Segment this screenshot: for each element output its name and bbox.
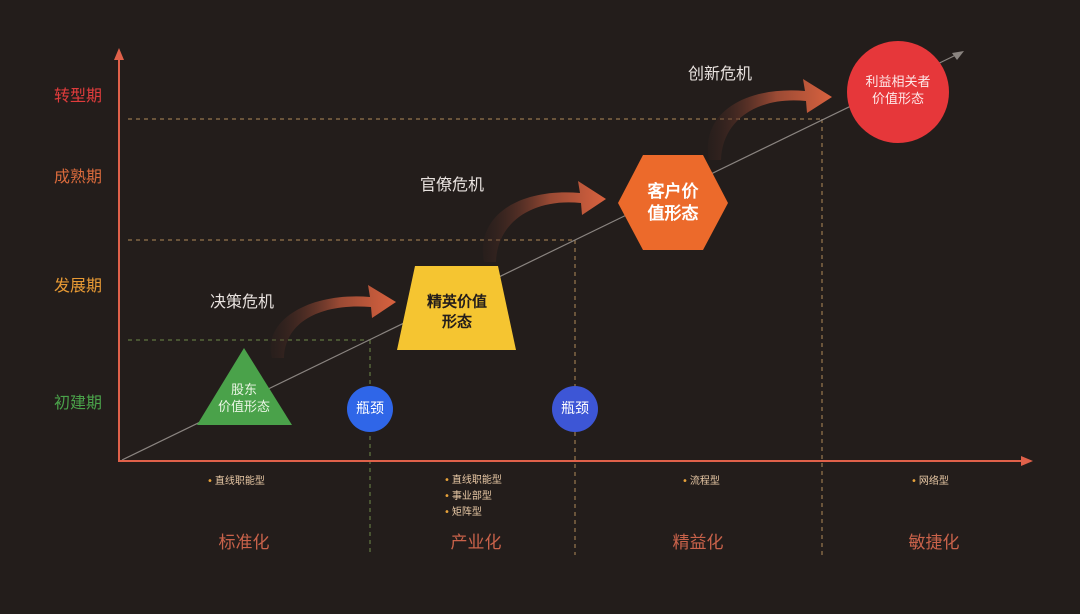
elite-label-line2: 形态 [441,312,473,330]
era-label-industrial: 产业化 [450,533,502,553]
bottleneck-circle-2 [552,386,598,432]
org-types-industrial: 直线职能型 事业部型 矩阵型 [444,473,502,521]
bottleneck-label-2: 瓶颈 [561,400,589,417]
era-label-standard: 标准化 [218,533,270,553]
era-label-lean: 精益化 [672,533,724,553]
org-type-item: 流程型 [682,474,720,490]
customer-hexagon [618,155,728,250]
stakeholder-circle [847,41,949,143]
stakeholder-label-line2: 价值形态 [871,92,925,107]
crisis-label-bureaucracy: 官僚危机 [420,175,485,194]
stage-label-growth: 发展期 [54,276,103,295]
org-types-standard: 直线职能型 [207,474,265,490]
shareholder-label-line1: 股东 [230,383,258,399]
stakeholder-label-line1: 利益相关者 [865,75,931,91]
org-type-item: 直线职能型 [207,474,265,490]
stage-label-transform: 转型期 [54,86,103,105]
stage-label-mature: 成熟期 [54,167,103,186]
bottleneck-circle-1 [347,386,393,432]
innovation-crisis-arrow [707,79,832,160]
decision-crisis-arrow [270,285,396,358]
era-label-agile: 敏捷化 [908,533,960,553]
bottleneck-label-1: 瓶颈 [356,400,384,417]
customer-label: 客户价 值形态 [648,181,699,225]
elite-label: 精英价值 形态 [427,293,487,332]
customer-label-line1: 客户价 [647,181,699,202]
shareholder-label: 股东 价值形态 [218,383,270,417]
bureaucracy-crisis-arrow [482,181,606,262]
y-axis-arrowhead [114,48,124,60]
trend-arrowhead [952,51,964,60]
crisis-label-innovation: 创新危机 [688,64,753,83]
shareholder-triangle [197,348,292,425]
org-type-item: 网络型 [911,474,949,490]
org-types-lean: 流程型 [682,474,720,490]
shareholder-label-line2: 价值形态 [217,400,271,415]
stage-label-startup: 初建期 [54,393,103,412]
org-types-agile: 网络型 [911,474,949,490]
org-type-item: 直线职能型 [444,473,502,489]
x-axis-arrowhead [1021,456,1033,466]
org-type-item: 事业部型 [444,489,502,505]
stakeholder-label: 利益相关者 价值形态 [865,75,930,109]
elite-label-line1: 精英价值 [426,292,488,311]
org-type-item: 矩阵型 [444,505,502,521]
crisis-label-decision: 决策危机 [210,292,275,311]
elite-trapezoid [397,266,516,350]
customer-label-line2: 值形态 [647,204,699,224]
